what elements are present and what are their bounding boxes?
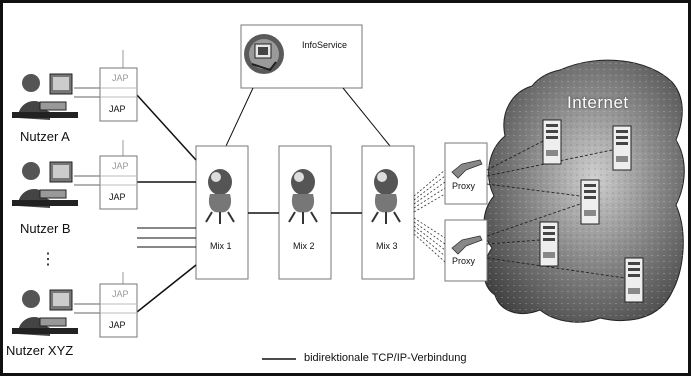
proxy-1-label: Proxy [452,181,476,191]
proxy-1-box [444,142,488,205]
proxy-2-icon [451,235,483,255]
proxy-2-box [444,219,488,282]
legend-text: bidirektionale TCP/IP-Verbindung [304,352,467,364]
jap-b-faded-label: JAP [112,161,129,171]
internet-label: Internet [567,93,629,112]
user-workstation-a-icon [12,73,78,120]
server-2-icon [612,125,632,171]
user-b-label: Nutzer B [20,221,71,236]
mix-1-label: Mix 1 [210,241,232,251]
jap-box-a [99,50,138,122]
proxy-1-icon [451,159,483,179]
user-workstation-b-icon [12,161,78,208]
server-1-icon [542,119,562,165]
proxy-2-label: Proxy [452,256,476,266]
mix-3-icon [371,169,401,224]
user-xyz-label: Nutzer XYZ [6,343,74,358]
user-workstation-xyz-icon [12,289,78,336]
jap-a-faded-label: JAP [112,73,129,83]
link-user-xyz-mix1 [136,264,197,313]
mix-2-label: Mix 2 [293,241,315,251]
ellipsis: ⋮ [40,251,56,268]
mix-1-box [195,145,249,280]
server-3-icon [580,179,600,225]
mix-3-label: Mix 3 [376,241,398,251]
infoservice-label: InfoService [302,40,348,50]
jap-a-label: JAP [109,104,126,114]
user-a-label: Nutzer A [20,129,70,144]
jap-xyz-faded-label: JAP [112,289,129,299]
jap-xyz-label: JAP [109,320,126,330]
server-4-icon [539,221,559,267]
mix-2-box [278,145,332,280]
jap-box-xyz [99,272,138,338]
mix-1-icon [205,169,235,224]
jap-b-label: JAP [109,192,126,202]
line-infoservice-mix3 [342,87,391,147]
infoservice-icon [244,34,284,74]
jap-box-b [99,140,138,210]
mix-3-box [361,145,415,280]
line-infoservice-mix1 [225,87,254,147]
proxy-server-links [486,139,626,279]
server-5-icon [624,257,644,303]
mix3-proxy-links [413,169,446,263]
link-user-a-mix1 [136,94,197,161]
mix-2-icon [288,169,318,224]
